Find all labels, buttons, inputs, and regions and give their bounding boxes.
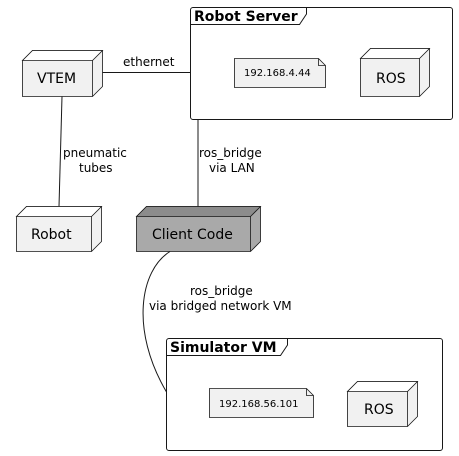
server-ip-text: 192.168.4.44 — [244, 68, 311, 79]
client-code-node: Client Code — [135, 206, 262, 252]
robot-label: Robot — [31, 227, 72, 243]
edge-ethernet-label: ethernet — [123, 55, 175, 69]
vtem-label: VTEM — [37, 71, 76, 87]
edge-pneumatic-label-1: pneumatic — [63, 146, 127, 160]
edge-rosbridge-lan-label-2: via LAN — [209, 161, 255, 175]
edge-rosbridge-vm-label-1: ros_bridge — [190, 284, 253, 298]
ros-vm-label: ROS — [364, 402, 394, 418]
vtem-node: VTEM — [21, 50, 104, 97]
ros-vm-node: ROS — [346, 381, 419, 427]
edge-vtem-server: ethernet — [102, 55, 191, 73]
robot-server-title: Robot Server — [194, 9, 298, 25]
vm-ip-text: 192.168.56.101 — [219, 399, 299, 410]
edge-client-vm: ros_bridge via bridged network VM — [142, 251, 292, 393]
edge-vtem-robot: pneumatic tubes — [58, 96, 127, 207]
edge-pneumatic-label-2: tubes — [79, 161, 113, 175]
edge-rosbridge-lan-label-1: ros_bridge — [199, 146, 262, 160]
ros-server-label: ROS — [376, 71, 406, 87]
simulator-vm-title: Simulator VM — [170, 340, 277, 356]
server-ip-note: 192.168.4.44 — [234, 58, 326, 88]
ros-server-node: ROS — [359, 48, 431, 97]
edge-server-client: ros_bridge via LAN — [197, 119, 262, 207]
client-code-label: Client Code — [152, 227, 233, 243]
edge-rosbridge-vm-label-2: via bridged network VM — [149, 299, 292, 313]
vm-ip-note: 192.168.56.101 — [209, 388, 314, 418]
robot-node: Robot — [15, 206, 103, 252]
